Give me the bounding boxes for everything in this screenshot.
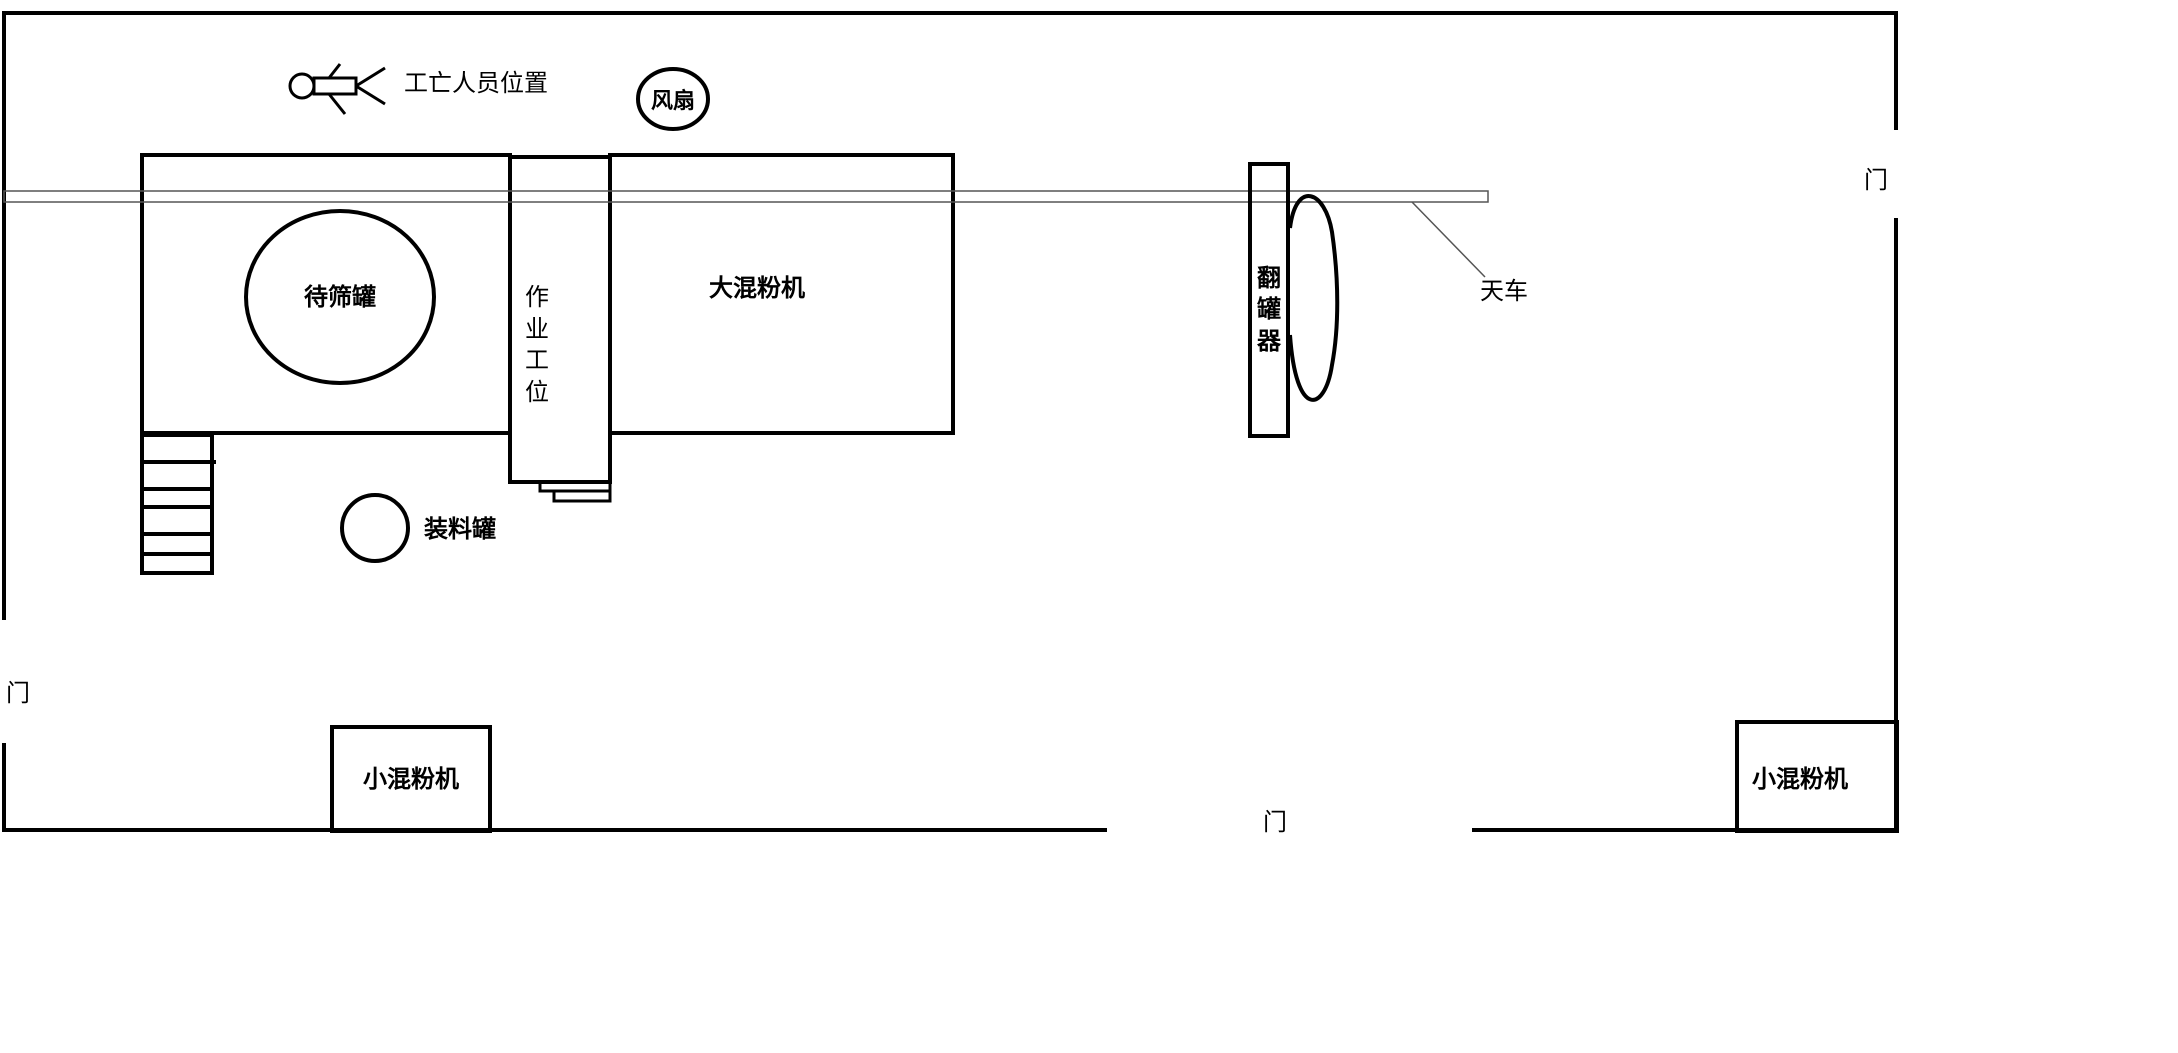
crane-label: 天车: [1480, 277, 1528, 305]
worker-position-label: 工亡人员位置: [404, 69, 548, 97]
work-station-label-3: 工: [525, 346, 549, 374]
fan-shape: [636, 67, 710, 131]
work-station-label-4: 位: [525, 378, 549, 406]
tank-flipper-label-3: 器: [1256, 327, 1282, 355]
small-mixer-left-label: 小混粉机: [363, 765, 459, 793]
tank-flipper-block: [1248, 162, 1290, 438]
work-station-label-2: 业: [525, 315, 549, 343]
loading-tank-shape: [340, 493, 410, 563]
building-walls: [2, 11, 1898, 832]
tank-to-screen-label: 待筛罐: [304, 283, 376, 311]
small-mixer-left-block: [330, 725, 492, 833]
crane-rail: [3, 190, 1489, 203]
loading-tank-label: 装料罐: [424, 515, 496, 543]
big-mixer-block: [608, 153, 955, 435]
tank-flipper-label-1: 翻: [1257, 264, 1281, 292]
work-station-label-1: 作: [525, 283, 549, 311]
fan-label: 风扇: [651, 88, 695, 114]
door-bottom-label: 门: [1263, 808, 1287, 836]
door-left-label: 门: [6, 679, 30, 707]
small-mixer-right-label: 小混粉机: [1752, 765, 1848, 793]
tank-flipper-label-2: 罐: [1256, 295, 1281, 323]
stairs-icon: [140, 433, 216, 575]
big-mixer-label: 大混粉机: [709, 274, 805, 302]
tank-flipper-arc: [1288, 194, 1340, 402]
stick-figure-icon: [288, 63, 386, 115]
door-right-label: 门: [1864, 166, 1888, 194]
tank-to-screen-shape: [244, 209, 436, 385]
crane-pointer-line: [1411, 201, 1486, 278]
small-mixer-right-block: [1735, 720, 1899, 833]
